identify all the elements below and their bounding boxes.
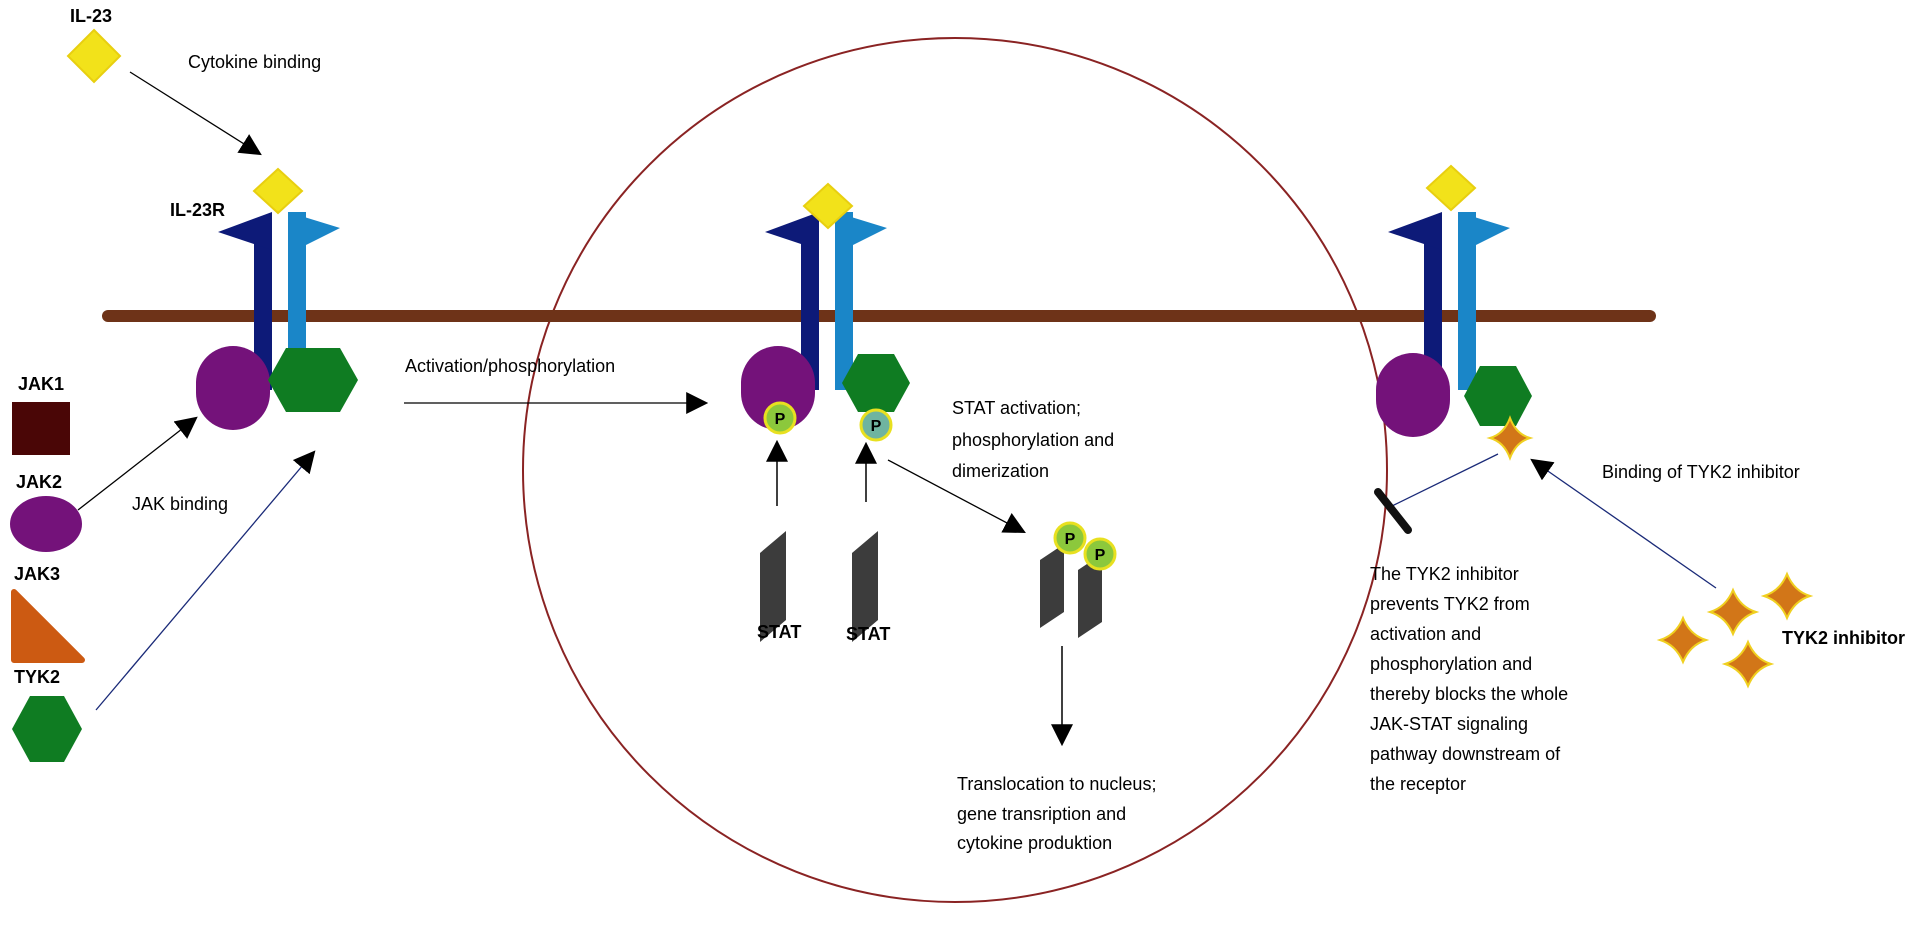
il23-bound-left bbox=[252, 167, 304, 215]
il23-bound-middle bbox=[802, 182, 854, 230]
inhibitor-note-line-5: thereby blocks the whole bbox=[1370, 684, 1568, 704]
legend-tyk2-label: TYK2 bbox=[14, 667, 60, 687]
inhibitor-note-line-4: phosphorylation and bbox=[1370, 654, 1532, 674]
cytokine-binding-arrow bbox=[129, 71, 262, 156]
legend-tyk2-swatch bbox=[12, 696, 82, 762]
tyk2-right bbox=[1464, 366, 1532, 426]
receptor-middle: P P bbox=[741, 182, 910, 442]
stat-dimer: P P bbox=[1040, 521, 1117, 638]
inhibitor-note-line-1: The TYK2 inhibitor bbox=[1370, 564, 1519, 584]
legend-jak3-swatch bbox=[11, 589, 85, 663]
inhibitor-note-line-3: activation and bbox=[1370, 624, 1481, 644]
stat-activation-line-2: phosphorylation and bbox=[952, 430, 1114, 450]
legend-jak3-label: JAK3 bbox=[14, 564, 60, 584]
translocation-line-3: cytokine produktion bbox=[957, 833, 1112, 853]
jak-binding-arrow-jak2 bbox=[77, 416, 198, 511]
receptor-right bbox=[1376, 164, 1534, 461]
phospho-dimer-2 bbox=[1083, 537, 1117, 571]
stat-activation-line-3: dimerization bbox=[952, 461, 1049, 481]
inhibition-line bbox=[1391, 453, 1499, 507]
jak-binding-label: JAK binding bbox=[132, 494, 228, 514]
cytokine-binding-label: Cytokine binding bbox=[188, 52, 321, 72]
cell-outline bbox=[522, 37, 1388, 903]
tyk2-inhibitor-label: TYK2 inhibitor bbox=[1782, 628, 1905, 648]
phospho-tyk2 bbox=[859, 408, 893, 442]
tyk2-left bbox=[268, 348, 358, 412]
stat-monomer-left bbox=[760, 531, 786, 642]
stat-monomer-right bbox=[852, 531, 878, 642]
phospho-label: P bbox=[1095, 547, 1106, 564]
il23-label: IL-23 bbox=[70, 6, 112, 26]
inhibitor-note-line-6: JAK-STAT signaling bbox=[1370, 714, 1528, 734]
legend bbox=[10, 402, 85, 762]
stat-activation-arrow bbox=[887, 459, 1026, 534]
phospho-label: P bbox=[1065, 531, 1076, 548]
phospho-label: P bbox=[871, 418, 882, 435]
legend-jak2-label: JAK2 bbox=[16, 472, 62, 492]
inhibitor-star-4 bbox=[1721, 639, 1775, 689]
jak2-right bbox=[1376, 353, 1450, 437]
inhibitor-star-1 bbox=[1706, 587, 1760, 637]
stat-left-label: STAT bbox=[757, 622, 801, 642]
inhibitor-note-line-7: pathway downstream of bbox=[1370, 744, 1561, 764]
inhibitor-star-3 bbox=[1656, 615, 1710, 665]
inhibitor-bound bbox=[1486, 415, 1534, 461]
il23-free bbox=[66, 28, 122, 84]
inhibitor-note-line-8: the receptor bbox=[1370, 774, 1466, 794]
jak2-middle bbox=[741, 346, 815, 430]
phospho-label: P bbox=[775, 411, 786, 428]
tyk2-inhibitor-cluster bbox=[1656, 571, 1814, 689]
binding-inhibitor-label: Binding of TYK2 inhibitor bbox=[1602, 462, 1800, 482]
translocation-line-2: gene transription and bbox=[957, 804, 1126, 824]
tyk2-middle bbox=[842, 354, 910, 412]
activation-label: Activation/phosphorylation bbox=[405, 356, 615, 376]
stat-activation-line-1: STAT activation; bbox=[952, 398, 1081, 418]
phospho-jak2 bbox=[763, 401, 797, 435]
translocation-line-1: Translocation to nucleus; bbox=[957, 774, 1156, 794]
inhibitor-note-line-2: prevents TYK2 from bbox=[1370, 594, 1530, 614]
legend-jak1-swatch bbox=[12, 402, 70, 455]
il23-bound-right bbox=[1425, 164, 1477, 212]
jak-binding-arrow-tyk2 bbox=[95, 450, 316, 711]
receptor-left bbox=[196, 167, 358, 430]
stat-right-label: STAT bbox=[846, 624, 890, 644]
inhibitor-star-2 bbox=[1760, 571, 1814, 621]
legend-jak1-label: JAK1 bbox=[18, 374, 64, 394]
inhibition-bar bbox=[1374, 488, 1412, 534]
inhibitor-binding-arrow bbox=[1530, 458, 1717, 589]
il23r-label: IL-23R bbox=[170, 200, 225, 220]
phospho-dimer-1 bbox=[1053, 521, 1087, 555]
legend-jak2-swatch bbox=[10, 496, 82, 552]
jak2-left bbox=[196, 346, 270, 430]
